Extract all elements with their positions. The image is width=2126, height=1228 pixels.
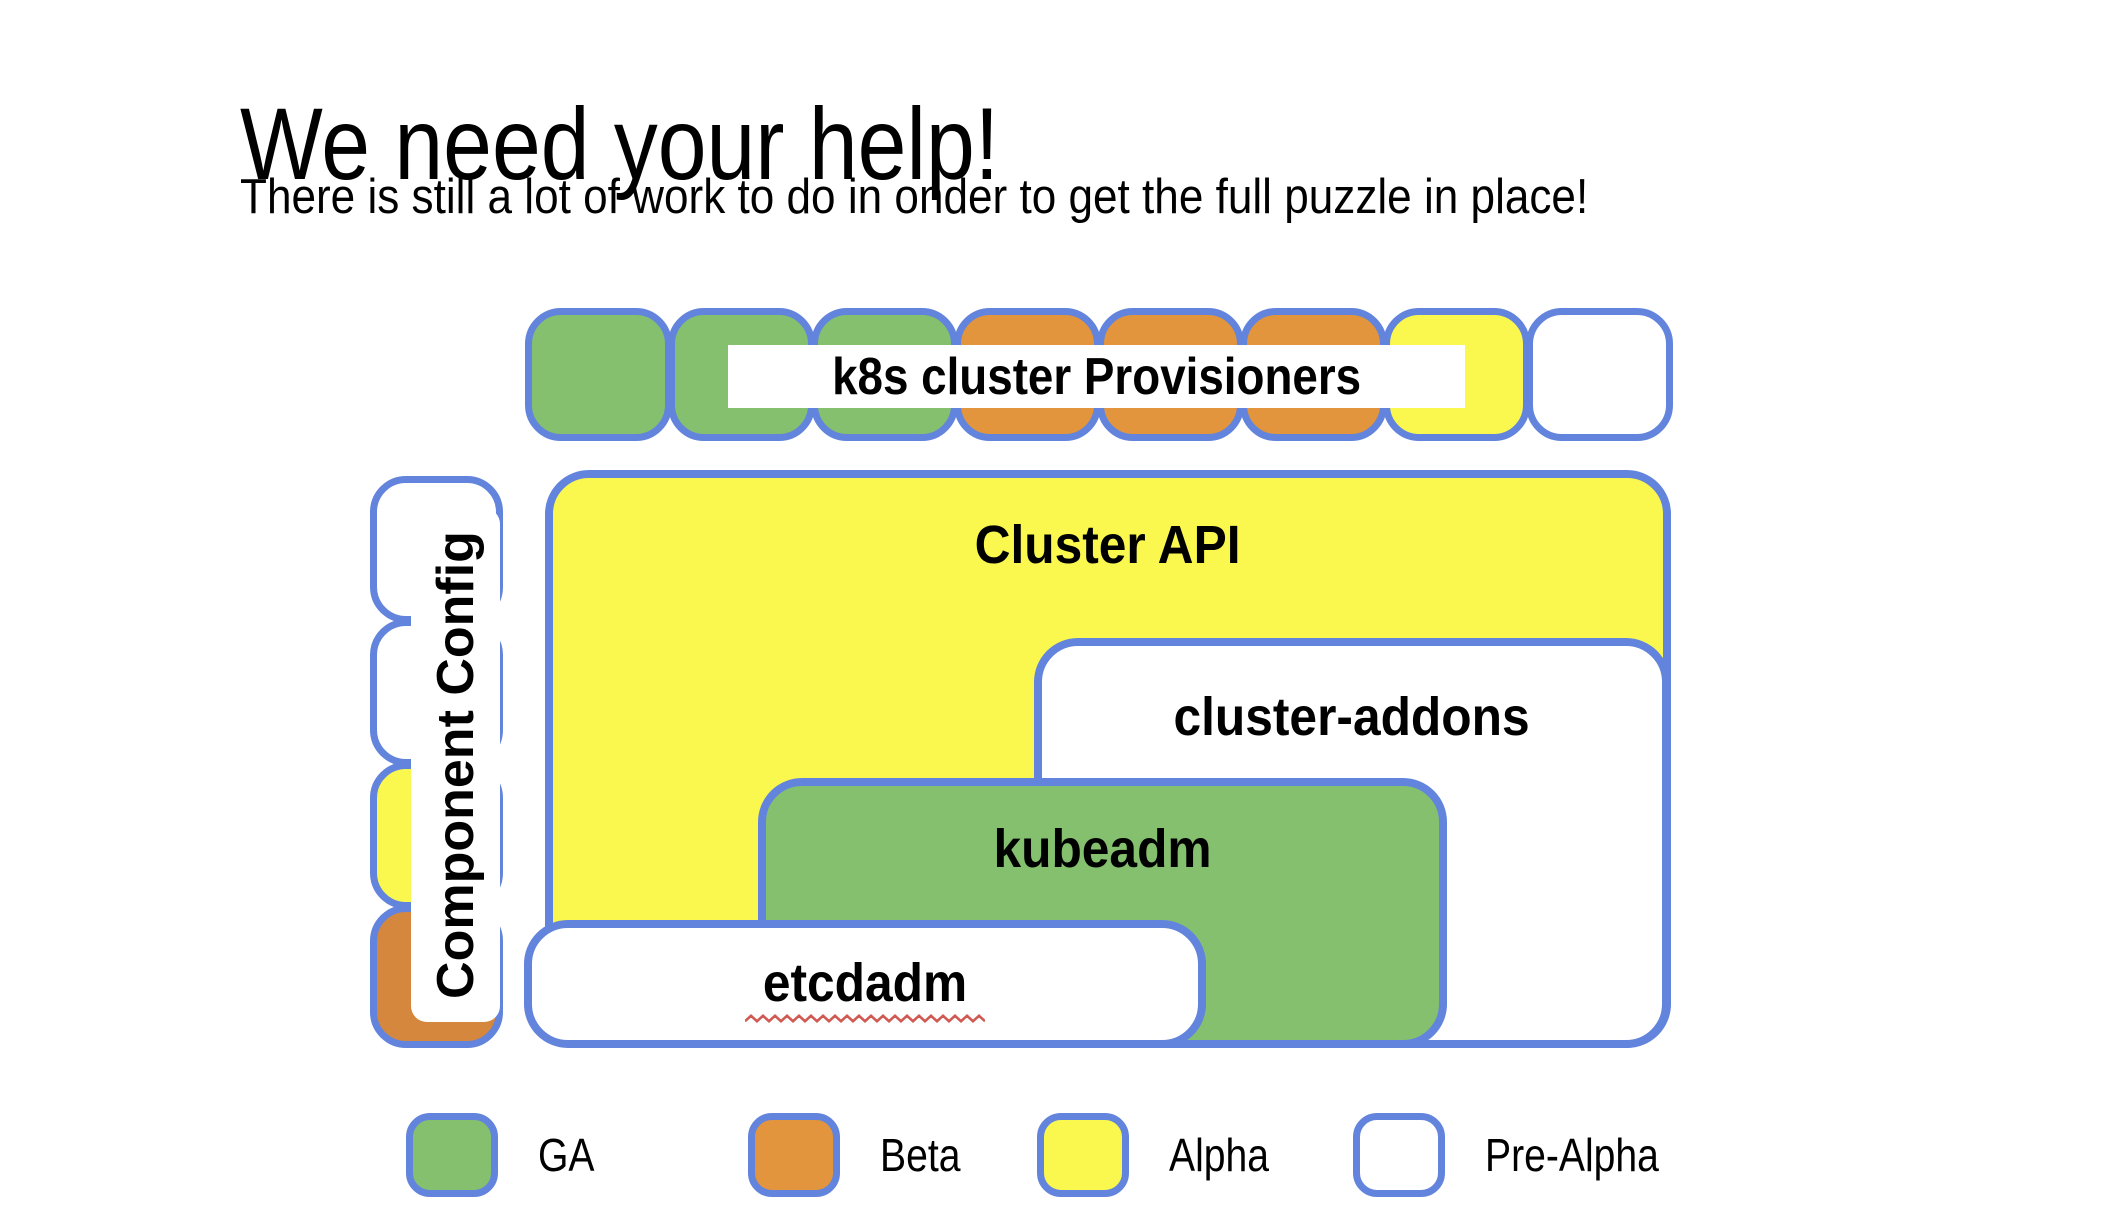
cluster-addons-label-wrap: cluster-addons — [1042, 690, 1662, 744]
etcdadm-box: etcdadm — [524, 920, 1206, 1048]
slide-subtitle-text: There is still a lot of work to do in on… — [240, 170, 1589, 224]
legend-item-alpha: Alpha — [1037, 1113, 1287, 1197]
legend-swatch-ga — [406, 1113, 498, 1197]
component-config-label-band: Component Config — [411, 508, 500, 1022]
slide-title-text: We need your help! — [240, 87, 1000, 202]
kubeadm-label: kubeadm — [993, 819, 1212, 879]
cluster-addons-label: cluster-addons — [1173, 687, 1531, 747]
etcdadm-label: etcdadm — [762, 953, 968, 1013]
legend-label-alpha: Alpha — [1169, 1129, 1270, 1181]
provisioners-label-band: k8s cluster Provisioners — [728, 345, 1465, 408]
provisioner-piece-ga — [525, 308, 672, 441]
slide-subtitle: There is still a lot of work to do in on… — [240, 168, 1738, 227]
kubeadm-label-wrap: kubeadm — [766, 822, 1439, 876]
etcdadm-label-wrap: etcdadm — [532, 956, 1198, 1010]
cluster-api-label-wrap: Cluster API — [553, 518, 1663, 572]
cluster-api-label: Cluster API — [975, 515, 1241, 575]
provisioners-label: k8s cluster Provisioners — [831, 347, 1362, 406]
legend-label-pre-alpha: Pre-Alpha — [1485, 1129, 1659, 1181]
component-config-column: Component Config — [370, 476, 503, 1048]
legend-swatch-alpha — [1037, 1113, 1129, 1197]
legend-swatch-pre-alpha — [1353, 1113, 1445, 1197]
legend-label-beta: Beta — [880, 1129, 961, 1181]
component-config-label: Component Config — [426, 531, 485, 999]
legend-item-ga: GA — [406, 1113, 604, 1197]
spellcheck-squiggle — [532, 1014, 1198, 1023]
legend-label-ga: GA — [538, 1129, 595, 1181]
provisioner-piece-pre-alpha — [1526, 308, 1673, 441]
slide-title: We need your help! — [240, 88, 1123, 200]
legend-swatch-beta — [748, 1113, 840, 1197]
legend-item-pre-alpha: Pre-Alpha — [1353, 1113, 1690, 1197]
legend-item-beta: Beta — [748, 1113, 975, 1197]
legend: GA Beta Alpha Pre-Alpha — [0, 1113, 2126, 1203]
